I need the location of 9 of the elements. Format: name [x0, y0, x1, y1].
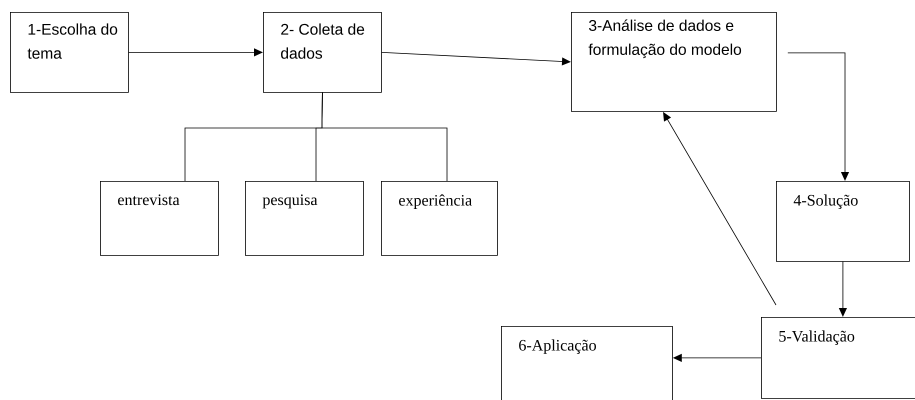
process-box: 1-Escolha do tema — [10, 12, 129, 93]
process-box: entrevista — [100, 181, 219, 256]
process-box: 5-Validação — [761, 317, 915, 399]
process-box: experiência — [381, 181, 498, 256]
process-box: 6-Aplicação — [501, 326, 673, 400]
process-box: pesquisa — [245, 181, 364, 256]
process-box: 3-Análise de dados e formulação do modelo — [571, 12, 777, 112]
process-box: 2- Coleta de dados — [263, 12, 382, 93]
process-box: 4-Solução — [776, 181, 910, 262]
